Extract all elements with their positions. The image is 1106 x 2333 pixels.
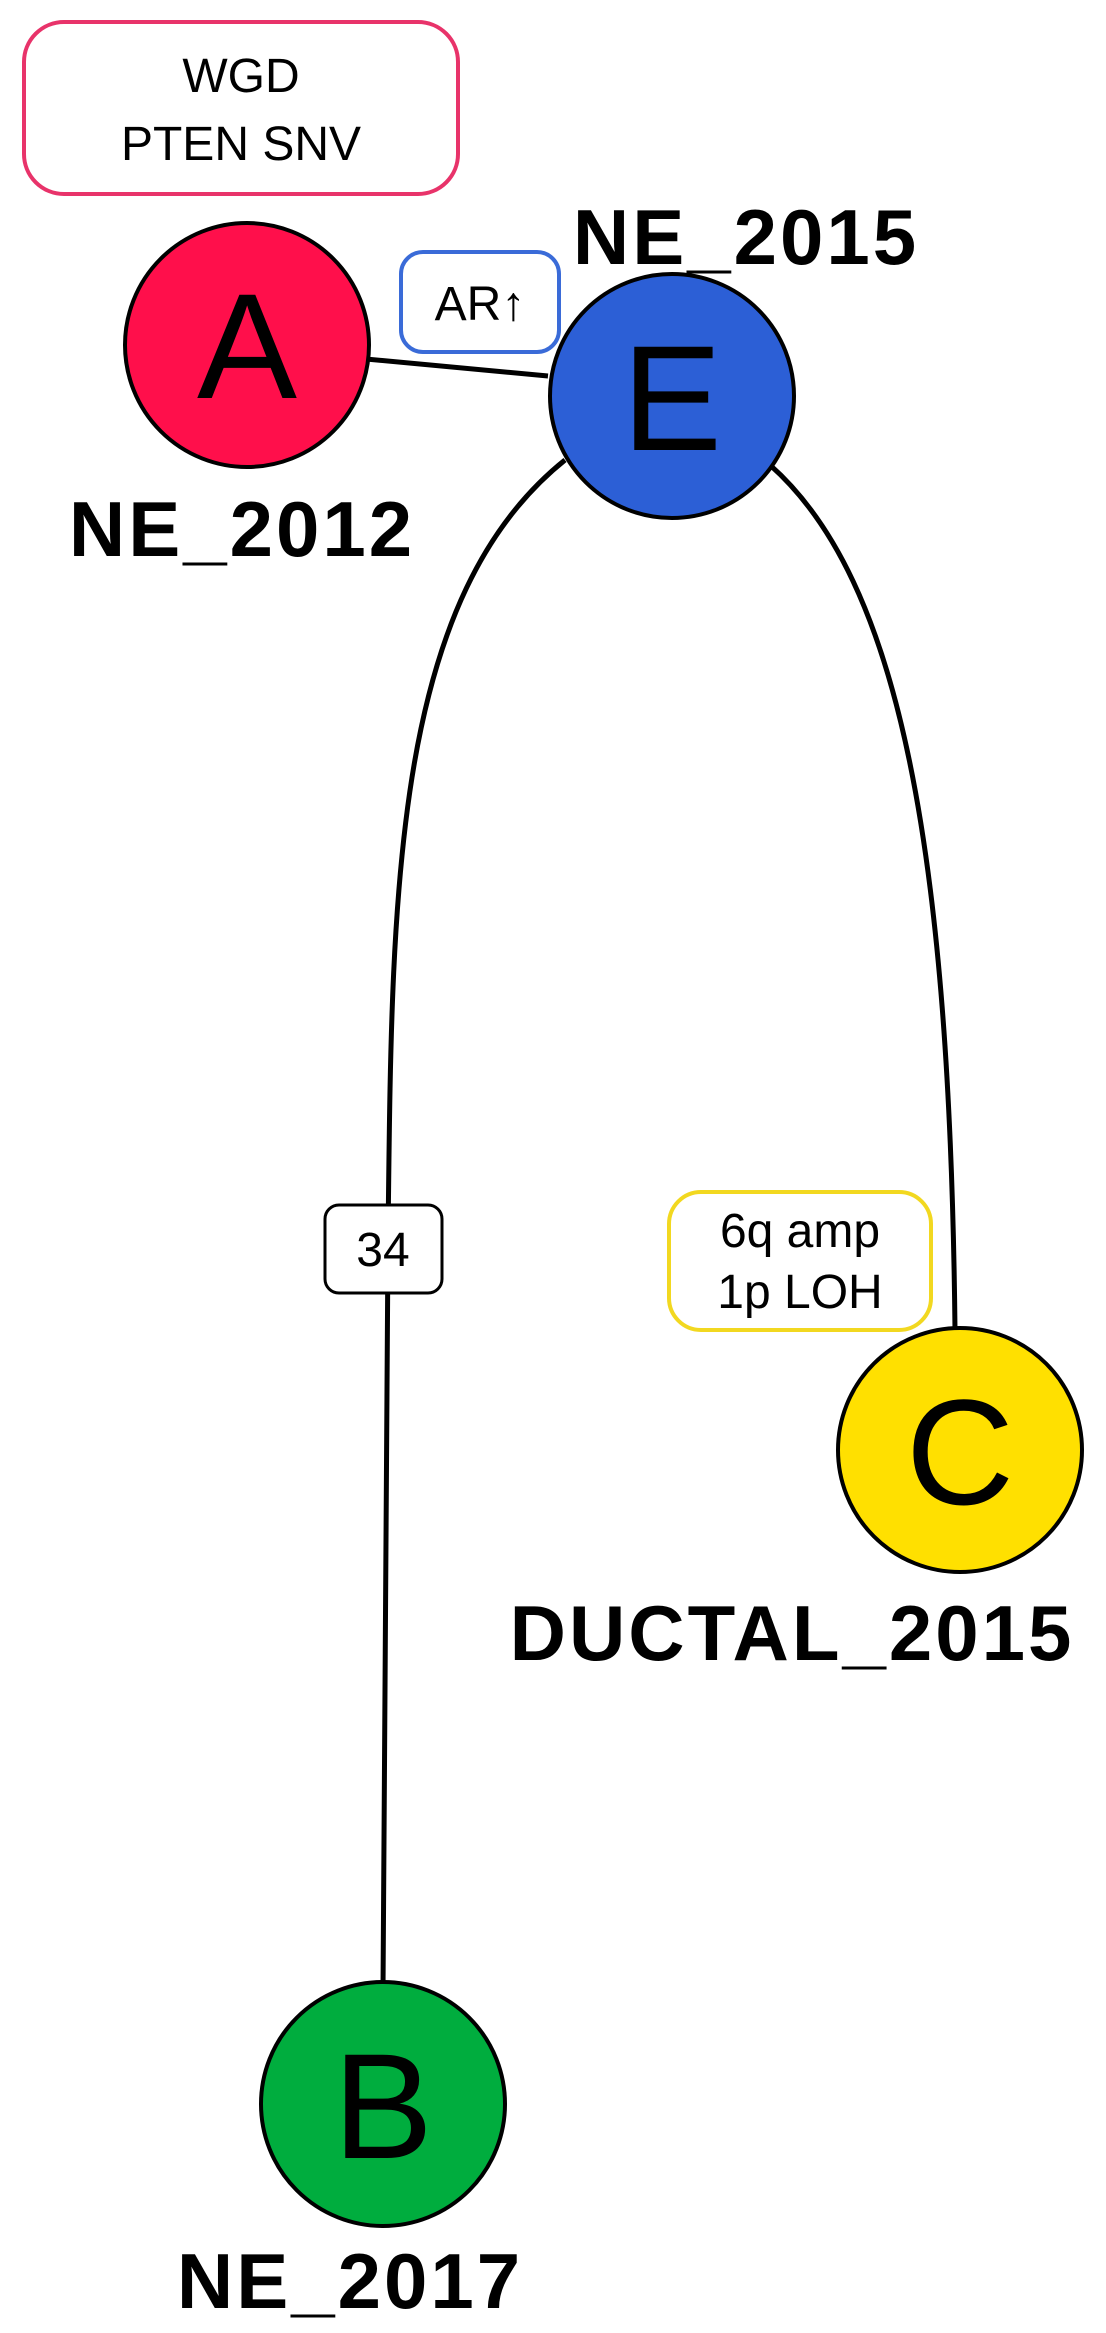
node-e: NE_2015 E xyxy=(548,193,919,520)
annotation-line-1: WGD xyxy=(182,50,299,103)
annotation-text: 34 xyxy=(356,1224,409,1277)
annotation-text: AR↑ xyxy=(435,278,526,331)
node-b: B NE_2017 xyxy=(177,1980,523,2325)
annotation-box xyxy=(399,250,561,354)
node-circle xyxy=(123,221,371,469)
annotation-line-2: 1p LOH xyxy=(717,1266,882,1319)
edge-e-b xyxy=(380,458,567,1991)
node-sample-label: DUCTAL_2015 xyxy=(510,1589,1075,1677)
node-letter: C xyxy=(906,1368,1014,1536)
annotation-ar: AR↑ xyxy=(399,250,561,354)
node-letter: A xyxy=(197,262,297,430)
annotation-6q-1p: 6q amp 1p LOH xyxy=(667,1190,933,1332)
annotation-line-2: PTEN SNV xyxy=(121,118,361,171)
annotation-mutation-count: 34 xyxy=(323,1203,444,1295)
node-sample-label: NE_2017 xyxy=(177,2237,523,2325)
edge-e-c xyxy=(768,463,958,1331)
annotation-box xyxy=(667,1190,933,1332)
annotation-wgd-pten: WGD PTEN SNV xyxy=(22,20,460,196)
node-sample-label: NE_2015 xyxy=(573,193,919,281)
edge-e-a xyxy=(354,355,549,379)
node-circle xyxy=(259,1980,507,2228)
annotation-box xyxy=(22,20,460,196)
node-c: C DUCTAL_2015 xyxy=(510,1326,1084,1677)
node-circle xyxy=(836,1326,1084,1574)
node-letter: B xyxy=(333,2022,433,2190)
node-letter: E xyxy=(622,314,722,482)
node-a: A NE_2012 xyxy=(69,221,415,573)
annotation-box xyxy=(323,1203,444,1295)
node-sample-label: NE_2012 xyxy=(69,485,415,573)
annotation-line-1: 6q amp xyxy=(720,1205,880,1258)
node-circle xyxy=(548,272,796,520)
